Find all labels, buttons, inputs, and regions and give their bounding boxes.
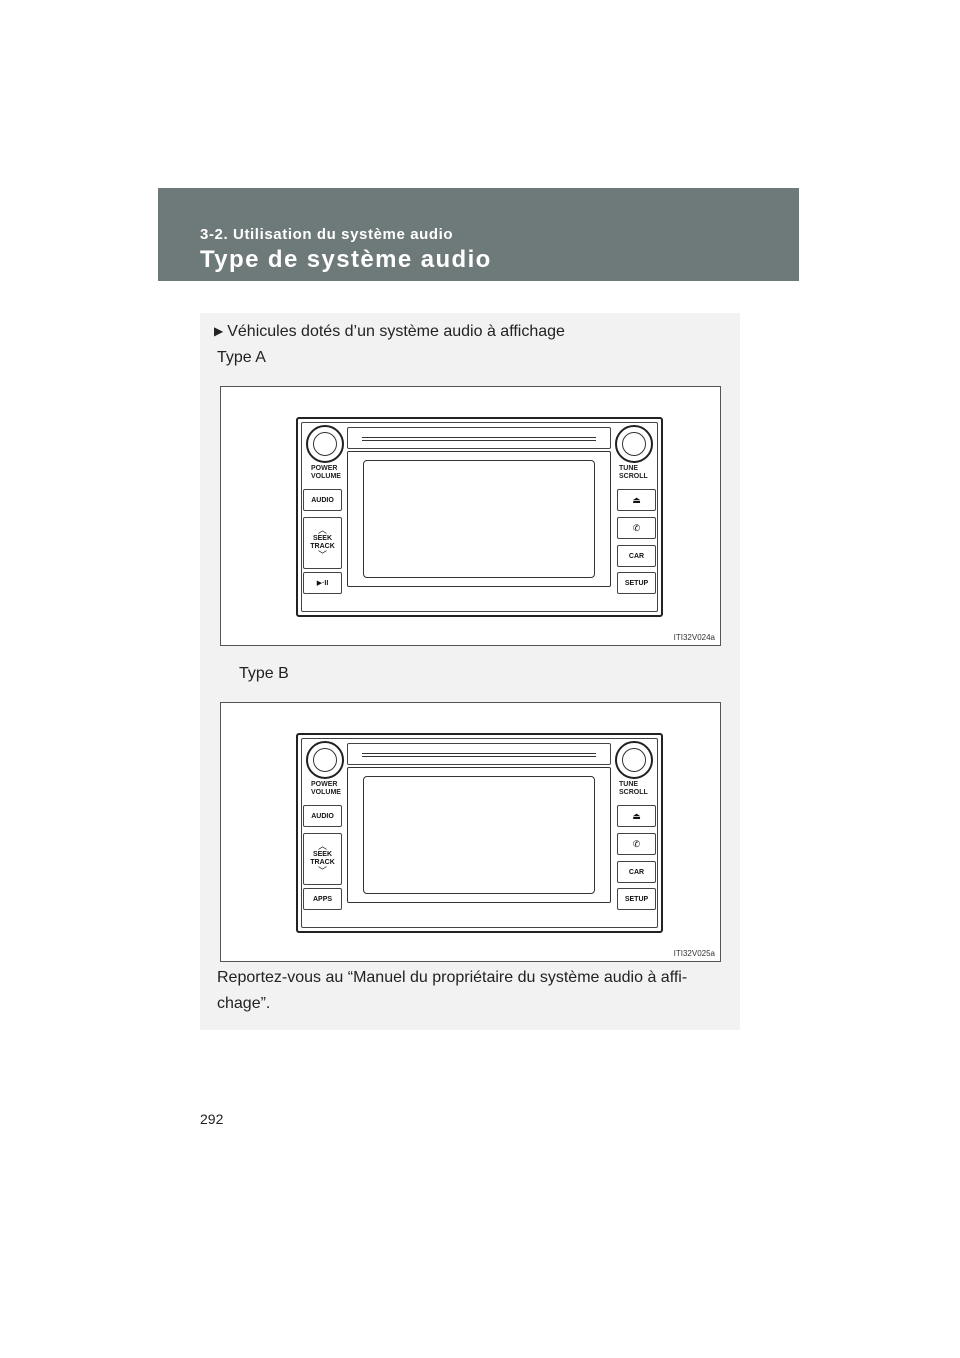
figure-code: ITI32V025a: [673, 949, 715, 958]
phone-icon: ✆: [632, 838, 641, 849]
right-triangle-icon: ▶: [214, 324, 224, 338]
content-box: ▶Véhicules dotés d’un système audio à af…: [200, 313, 740, 1030]
power-volume-knob: [306, 425, 344, 463]
chevron-up-icon: ︿: [317, 525, 327, 535]
disc-slot: [347, 743, 611, 765]
phone-button: ✆: [617, 517, 656, 539]
type-a-label: Type A: [217, 349, 266, 366]
chevron-up-icon: ︿: [317, 841, 327, 851]
section-label: 3-2. Utilisation du système audio: [200, 226, 454, 243]
car-button: CAR: [617, 545, 656, 567]
audio-button: AUDIO: [303, 805, 342, 827]
chevron-down-icon: ﹀: [317, 866, 327, 876]
figure-code: ITI32V024a: [673, 633, 715, 642]
eject-button: ⏏: [617, 489, 656, 511]
phone-icon: ✆: [632, 522, 641, 533]
tune-scroll-label: TUNE SCROLL: [619, 465, 648, 480]
eject-icon: ⏏: [632, 810, 641, 821]
tune-scroll-knob: [615, 425, 653, 463]
apps-button: APPS: [303, 888, 342, 910]
car-button: CAR: [617, 861, 656, 883]
eject-icon: ⏏: [632, 494, 641, 505]
figure-type-b: POWER VOLUME TUNE SCROLL AUDIO ︿ SEEK TR…: [220, 702, 721, 962]
section-header: 3-2. Utilisation du système audio Type d…: [158, 188, 799, 281]
display-frame: [347, 451, 611, 587]
phone-button: ✆: [617, 833, 656, 855]
setup-button: SETUP: [617, 572, 656, 594]
type-b-label: Type B: [239, 665, 289, 682]
track-label: TRACK: [310, 543, 335, 550]
page-number: 292: [200, 1111, 224, 1127]
power-volume-knob: [306, 741, 344, 779]
disc-slot: [347, 427, 611, 449]
display-frame: [347, 767, 611, 903]
display-screen: [363, 460, 595, 578]
figure-type-a: POWER VOLUME TUNE SCROLL AUDIO ︿ SEEK TR…: [220, 386, 721, 646]
audio-button: AUDIO: [303, 489, 342, 511]
audio-unit-a: POWER VOLUME TUNE SCROLL AUDIO ︿ SEEK TR…: [296, 417, 663, 617]
intro-line: ▶Véhicules dotés d’un système audio à af…: [214, 323, 565, 341]
eject-button: ⏏: [617, 805, 656, 827]
display-screen: [363, 776, 595, 894]
power-volume-label: POWER VOLUME: [311, 781, 341, 796]
track-label: TRACK: [310, 859, 335, 866]
tune-scroll-knob: [615, 741, 653, 779]
seek-track-button: ︿ SEEK TRACK ﹀: [303, 517, 342, 569]
seek-track-button: ︿ SEEK TRACK ﹀: [303, 833, 342, 885]
seek-label: SEEK: [312, 851, 333, 858]
seek-label: SEEK: [312, 535, 333, 542]
power-volume-label: POWER VOLUME: [311, 465, 341, 480]
play-pause-button: ▶·II: [303, 572, 342, 594]
setup-button: SETUP: [617, 888, 656, 910]
intro-text: Véhicules dotés d’un système audio à aff…: [227, 323, 565, 340]
reference-note: Reportez-vous au “Manuel du propriétaire…: [217, 969, 688, 1012]
tune-scroll-label: TUNE SCROLL: [619, 781, 648, 796]
chevron-down-icon: ﹀: [317, 550, 327, 560]
page-title: Type de système audio: [200, 246, 492, 273]
audio-unit-b: POWER VOLUME TUNE SCROLL AUDIO ︿ SEEK TR…: [296, 733, 663, 933]
